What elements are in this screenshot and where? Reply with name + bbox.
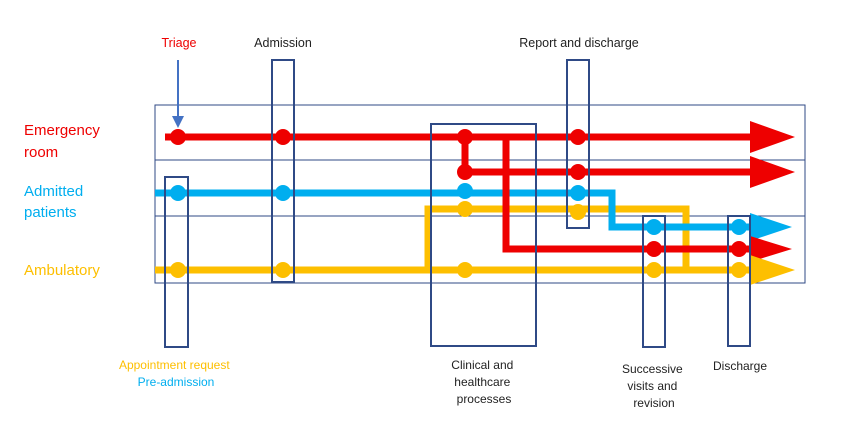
stage-box-clinical <box>430 123 537 347</box>
lane-label-admitted: Admitted patients <box>24 183 87 221</box>
stage-box-admission <box>271 59 295 283</box>
arrow-heads <box>750 121 795 285</box>
triangle-arrow-icon <box>750 121 795 153</box>
triangle-arrow-icon <box>750 236 792 262</box>
stage-box-discharge <box>727 215 751 347</box>
lane-label-admitted-line2: patients <box>24 204 77 221</box>
circle-node-icon <box>170 262 186 278</box>
triangle-arrow-icon <box>750 213 792 241</box>
circle-node-icon <box>457 201 473 217</box>
circle-node-icon <box>275 262 291 278</box>
circle-node-icon <box>731 262 747 278</box>
circle-node-icon <box>457 262 473 278</box>
circle-node-icon <box>731 241 747 257</box>
lane-label-ambulatory: Ambulatory <box>24 262 100 279</box>
circle-node-icon <box>275 129 291 145</box>
circle-node-icon <box>457 129 473 145</box>
circle-node-icon <box>646 219 662 235</box>
stage-box-successive <box>642 215 666 348</box>
triage-arrow-icon <box>172 60 184 128</box>
lane-label-emergency: Emergency room <box>24 122 104 161</box>
circle-node-icon <box>646 241 662 257</box>
lane-label-emergency-line2: room <box>24 144 58 161</box>
stage-label-clinical-line2: healthcare <box>454 375 510 389</box>
circle-node-icon <box>731 219 747 235</box>
triangle-arrow-icon <box>750 156 795 188</box>
ambulatory-branch-line <box>424 205 690 270</box>
lane-label-emergency-line1: Emergency <box>24 122 100 139</box>
circle-node-icon <box>457 183 473 199</box>
stage-box-report-discharge <box>566 59 590 229</box>
circle-node-icon <box>570 204 586 220</box>
flow-lines <box>155 133 752 274</box>
lane-frame-ambulatory <box>154 215 806 284</box>
triangle-arrow-icon <box>750 255 795 285</box>
stage-label-admission: Admission <box>254 36 312 50</box>
lane-frame-emergency <box>154 104 806 161</box>
circle-node-icon <box>457 164 473 180</box>
admitted-main-line <box>155 189 752 231</box>
lane-label-admitted-line1: Admitted <box>24 183 83 200</box>
circle-node-icon <box>170 129 186 145</box>
stage-label-discharge: Discharge <box>713 359 767 373</box>
lane-frames <box>154 104 806 284</box>
stage-label-successive-line1: Successive <box>622 362 683 376</box>
stage-label-appointment-line1: Appointment request <box>119 358 230 372</box>
emergency-loop-line <box>502 137 752 253</box>
stage-label-appointment-line2: Pre-admission <box>138 375 215 389</box>
stage-label-appointment: Appointment request Pre-admission <box>119 358 233 389</box>
stage-label-successive-line3: revision <box>633 396 674 410</box>
circle-node-icon <box>275 185 291 201</box>
stage-boxes <box>164 59 751 348</box>
circle-node-icon <box>170 185 186 201</box>
circle-node-icon <box>570 164 586 180</box>
circle-node-icon <box>570 129 586 145</box>
stage-label-triage: Triage <box>162 36 197 50</box>
stage-label-report-discharge: Report and discharge <box>519 36 639 50</box>
stage-label-clinical: Clinical and healthcare processes <box>451 358 516 406</box>
nodes <box>170 129 747 278</box>
circle-node-icon <box>646 262 662 278</box>
stage-label-clinical-line1: Clinical and <box>451 358 513 372</box>
stage-label-clinical-line3: processes <box>457 392 512 406</box>
stage-label-successive: Successive visits and revision <box>622 362 686 410</box>
stage-label-successive-line2: visits and <box>627 379 677 393</box>
circle-node-icon <box>570 185 586 201</box>
stage-box-appointment <box>164 176 189 348</box>
